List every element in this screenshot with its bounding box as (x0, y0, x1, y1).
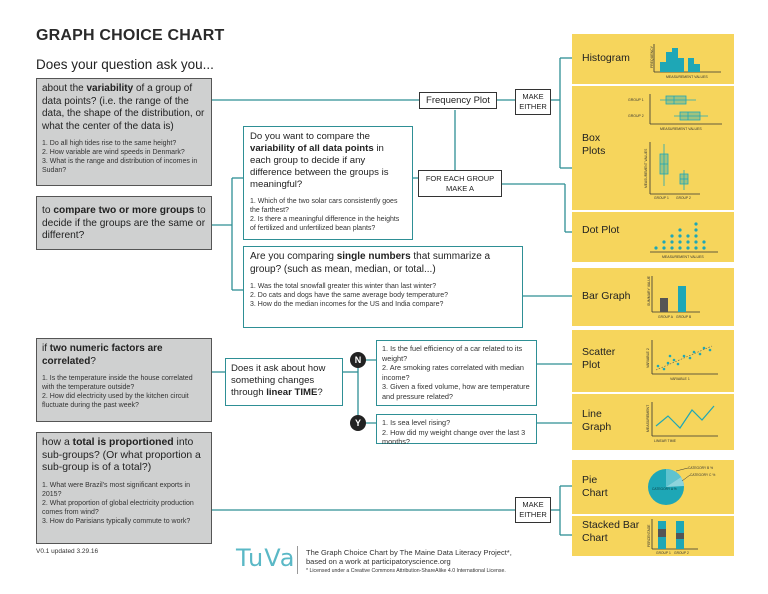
thumb-axis-label: MEASUREMENT VALUES (666, 75, 708, 79)
thumb-axis-label: FREQUENCY (650, 45, 654, 68)
question-text: about the variability of a group of data… (42, 83, 205, 132)
subquestion-examples: 1. Was the total snowfall greater this w… (250, 283, 449, 308)
panel-histogram: Histogram FREQUENCY MEASUREMENT VALUES (572, 34, 734, 84)
bar-graph-thumbnail: SUMMARY VALUE GROUP A GROUP B (647, 275, 700, 319)
thumb-axis-label: MEASUREMENT VALUES (662, 255, 704, 259)
graph-name: Box Plots (582, 132, 606, 157)
thumb-label: GROUP 1 (656, 551, 671, 555)
question-proportion: how a total is proportioned into sub-gro… (36, 432, 212, 544)
tuva-logo: TuVa (236, 544, 296, 572)
yes-examples: 1. Is sea level rising? 2. How did my we… (382, 418, 526, 446)
yes-examples-box: 1. Is sea level rising? 2. How did my we… (376, 414, 537, 446)
subquestion-linear-time: Does it ask about how something changes … (225, 358, 343, 406)
thumb-axis-label: VARIABLE 1 (670, 377, 690, 381)
panel-box-plots: Box Plots GROUP 1 GROUP 2 MEASUREMENT VA… (572, 86, 734, 210)
graph-name: Pie Chart (582, 474, 608, 499)
question-text: if two numeric factors are correlated? (42, 343, 163, 367)
histogram-thumbnail: FREQUENCY MEASUREMENT VALUES (650, 44, 721, 79)
panel-line-graph: Line Graph MEASUREMENT LINEAR TIME (572, 394, 734, 450)
dot-plot-thumbnail: MEASUREMENT VALUES (650, 222, 718, 259)
subquestion-single-numbers: Are you comparing single numbers that su… (243, 246, 523, 328)
thumb-label: GROUP B (676, 315, 692, 319)
thumb-axis-label: MEASUREMENT VALUES (644, 148, 648, 188)
thumb-label: CATEGORY B % (688, 466, 713, 470)
thumb-label: GROUP 2 (628, 114, 644, 118)
thumb-axis-label: MEASUREMENT VALUES (660, 127, 702, 131)
box-plots-thumbnail: GROUP 1 GROUP 2 MEASUREMENT VALUES MEASU… (628, 94, 722, 200)
thumb-axis-label: MEASUREMENT (646, 404, 650, 432)
no-examples-box: 1. Is the fuel efficiency of a car relat… (376, 340, 537, 406)
question-variability: about the variability of a group of data… (36, 78, 212, 186)
page-title: GRAPH CHOICE CHART (36, 27, 225, 44)
question-examples: 1. Is the temperature inside the house c… (42, 375, 193, 409)
panel-scatter-plot: Scatter Plot VARIABLE 2 VARIABLE 1 (572, 330, 734, 392)
subquestion-examples: 1. Which of the two solar cars consisten… (250, 198, 400, 232)
scatter-plot-thumbnail: VARIABLE 2 VARIABLE 1 (646, 340, 718, 381)
page-subtitle: Does your question ask you... (36, 57, 214, 72)
footer-divider (297, 546, 298, 574)
question-numeric-factors: if two numeric factors are correlated? 1… (36, 338, 212, 422)
question-text: to compare two or more groups to decide … (42, 205, 206, 241)
no-badge: N (350, 352, 366, 368)
question-examples: 1. Do all high tides rise to the same he… (42, 140, 198, 174)
make-either-top-label: MAKE EITHER (515, 89, 551, 115)
yes-badge: Y (350, 415, 366, 431)
graph-name: Scatter Plot (582, 346, 616, 371)
panel-pie-chart: Pie Chart CATEGORY B % CATEGORY C % CATE… (572, 460, 734, 514)
thumb-label: GROUP 2 (676, 196, 691, 200)
no-examples: 1. Is the fuel efficiency of a car relat… (382, 344, 530, 401)
question-compare-groups: to compare two or more groups to decide … (36, 196, 212, 250)
thumb-label: CATEGORY C % (690, 473, 715, 477)
panel-dot-plot: Dot Plot MEASUREMENT VALUES (572, 212, 734, 262)
subquestion-all-points: Do you want to compare the variability o… (243, 126, 413, 240)
stacked-bar-thumbnail: PERCENTAGE GROUP 1 GROUP 2 (647, 519, 698, 555)
panel-bar-graph: Bar Graph SUMMARY VALUE GROUP A GROUP B (572, 268, 734, 326)
question-examples: 1. What were Brazil's most significant e… (42, 481, 194, 525)
subquestion-text: Are you comparing single numbers that su… (250, 251, 491, 275)
panel-stacked-bar: Stacked Bar Chart PERCENTAGE GROUP 1 GRO… (572, 516, 734, 556)
version-text: V0.1 updated 3.29.16 (36, 548, 99, 555)
thumb-label: GROUP 1 (628, 98, 644, 102)
thumb-axis-label: SUMMARY VALUE (647, 275, 651, 306)
thumb-label: GROUP A (658, 315, 674, 319)
graph-name: Bar Graph (582, 290, 631, 302)
graph-name: Line Graph (582, 408, 612, 433)
graph-name: Dot Plot (582, 224, 620, 236)
thumb-axis-label: PERCENTAGE (647, 524, 651, 547)
thumb-label: GROUP 2 (674, 551, 689, 555)
graph-name: Histogram (582, 52, 630, 64)
frequency-plot-label: Frequency Plot (419, 92, 497, 109)
line-graph-thumbnail: MEASUREMENT LINEAR TIME (646, 402, 718, 443)
thumb-label: GROUP 1 (654, 196, 669, 200)
subquestion-text: Does it ask about how something changes … (231, 363, 326, 398)
make-either-bottom-label: MAKE EITHER (515, 497, 551, 523)
pie-chart-thumbnail: CATEGORY B % CATEGORY C % CATEGORY A % (648, 466, 715, 505)
for-each-group-label: FOR EACH GROUP MAKE A (418, 170, 502, 197)
thumb-axis-label: LINEAR TIME (654, 439, 677, 443)
subquestion-text: Do you want to compare the variability o… (250, 131, 389, 190)
thumb-axis-label: VARIABLE 2 (646, 348, 650, 368)
credit-text: The Graph Choice Chart by The Maine Data… (306, 548, 512, 566)
graph-name: Stacked Bar Chart (582, 519, 640, 544)
question-text: how a total is proportioned into sub-gro… (42, 437, 201, 473)
license-text: * Licensed under a Creative Commons Attr… (306, 568, 506, 574)
thumb-label: CATEGORY A % (652, 487, 677, 491)
